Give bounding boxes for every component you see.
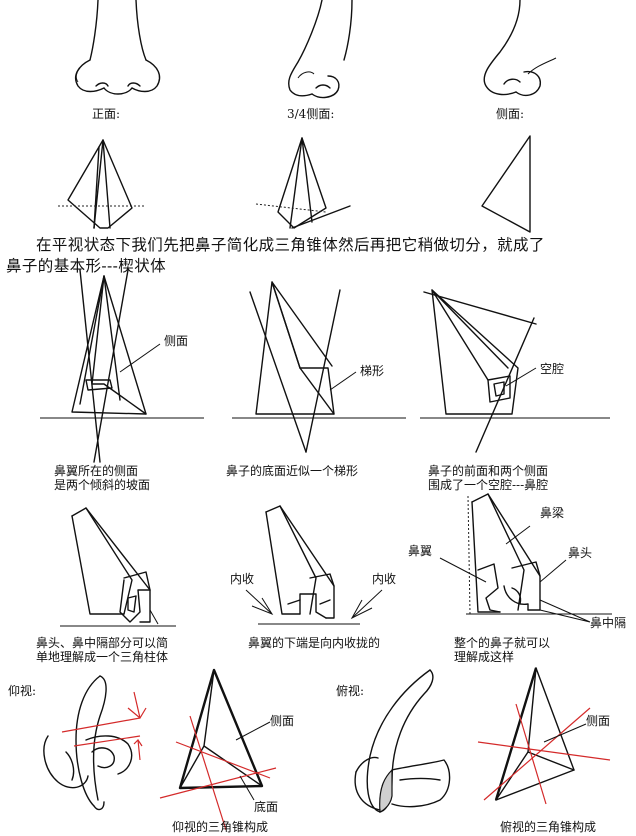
caption-inward: 鼻翼的下端是向内收拢的 [248, 636, 381, 650]
pyramid-three-quarter [255, 137, 351, 229]
caption-cavity-line1: 鼻子的前面和两个侧面 [428, 464, 549, 478]
nose-three-quarter-sketch [288, 0, 353, 99]
anno-wing: 鼻翼 [408, 544, 433, 558]
label-three-quarter-view: 3/4侧面: [287, 107, 335, 121]
caption-high-view: 俯视的三角锥构成 [500, 820, 597, 834]
label-low-view: 仰视: [8, 684, 37, 698]
anno-tip: 鼻头 [568, 546, 593, 560]
caption-base: 鼻子的底面近似一个梯形 [226, 464, 359, 478]
caption-prism-line1: 鼻头、鼻中隔部分可以简 [36, 636, 169, 650]
nose-front-sketch [74, 0, 161, 95]
anno-cavity: 空腔 [540, 362, 565, 376]
caption-sides-line1: 鼻翼所在的侧面 [54, 464, 139, 478]
wedge-sides [40, 269, 204, 463]
low-view-pyramid [159, 668, 277, 831]
label-high-view: 俯视: [336, 684, 365, 698]
pyramid-front [58, 139, 146, 229]
nose-wing-inward [245, 505, 383, 625]
low-view-nose [43, 675, 147, 811]
nose-side-sketch [483, 0, 557, 97]
anno-high-side: 侧面 [586, 714, 611, 728]
anno-trapezoid: 梯形 [360, 364, 385, 378]
nose-tip-prism [60, 507, 176, 627]
high-view-pyramid [477, 667, 611, 805]
caption-sides-line2: 是两个倾斜的坡面 [54, 478, 151, 492]
anno-septum: 鼻中隔 [590, 616, 627, 630]
caption-prism-line2: 单地理解成一个三角柱体 [36, 650, 169, 664]
anno-bridge: 鼻梁 [540, 506, 565, 520]
label-front-view: 正面: [92, 107, 121, 121]
intro-paragraph-line2: 鼻子的基本形---楔状体 [6, 257, 167, 275]
high-view-nose [354, 669, 451, 813]
caption-whole-line2: 理解成这样 [454, 650, 515, 664]
caption-cavity-line2: 围成了一个空腔---鼻腔 [428, 478, 549, 492]
caption-whole-line1: 整个的鼻子就可以 [454, 636, 551, 650]
anno-side-face: 侧面 [164, 334, 189, 348]
anno-low-side: 侧面 [270, 714, 295, 728]
intro-paragraph-line1: 在平视状态下我们先把鼻子简化成三角锥体然后再把它稍做切分，就成了 [36, 236, 545, 254]
anno-low-base: 底面 [254, 800, 279, 814]
nose-whole-block [439, 493, 612, 623]
label-side-view: 侧面: [496, 107, 525, 121]
pyramid-side [481, 135, 531, 233]
wedge-base [232, 281, 406, 453]
anno-inward-left: 内收 [230, 572, 255, 586]
caption-low-view: 仰视的三角锥构成 [172, 820, 269, 834]
wedge-cavity [420, 289, 610, 453]
anno-inward-right: 内收 [372, 572, 397, 586]
